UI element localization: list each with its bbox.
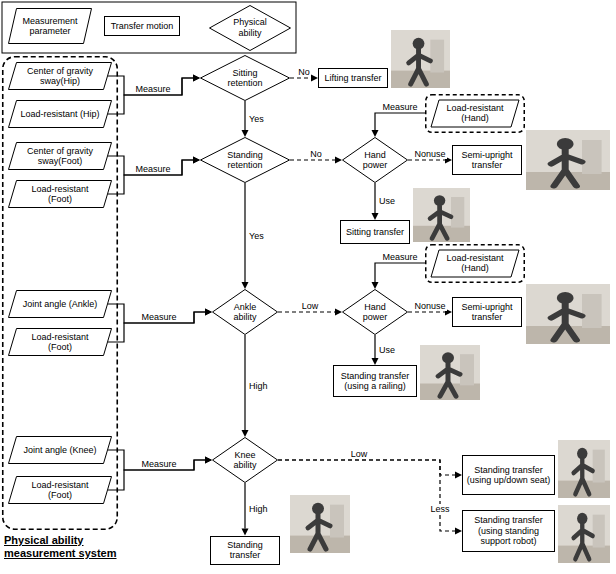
parameter-parallelogram: Center of gravity sway(Hip) (8, 62, 112, 90)
node-label: Load-resistant (Foot) (19, 184, 101, 205)
edge-label: Measure (381, 102, 418, 112)
node-label: Standing retention (224, 150, 266, 171)
solid-arrow (108, 75, 200, 115)
transfer-box: Lifting transfer (318, 68, 388, 88)
transfer-box: Standing transfer (using up/down seat) (462, 455, 555, 495)
parameter-parallelogram: Joint angle (Knee) (8, 436, 112, 464)
edge-label: Low (301, 301, 320, 311)
node-label: Hand power (360, 150, 390, 171)
node-label: Standing transfer (using a railing) (337, 371, 413, 392)
parameter-parallelogram: Center of gravity sway(Foot) (8, 142, 112, 170)
node-label: Measurement parameter (19, 16, 81, 37)
node-label: Joint angle (Ankle) (23, 299, 98, 309)
transfer-box: Sitting transfer (340, 220, 410, 244)
node-label: Sitting retention (224, 68, 266, 89)
node-label: Knee ability (230, 450, 260, 471)
parameter-parallelogram: Load-resistant (Hand) (425, 244, 525, 283)
node-label: Load-resistant (Foot) (19, 480, 101, 501)
edge-label: Measure (134, 84, 171, 94)
edge-label: Measure (140, 459, 177, 469)
node-label: Standing transfer (using standing suppor… (466, 515, 551, 546)
transfer-box: Semi-upright transfer (452, 297, 522, 327)
parameter-parallelogram: Load-resistant (Foot) (8, 328, 112, 356)
parameter-parallelogram: Load-resistant (Hand) (425, 94, 525, 133)
node-label: Ankle ability (230, 302, 260, 323)
decision-diamond: Physical ability (209, 5, 291, 51)
parameter-parallelogram: Measurement parameter (8, 8, 92, 44)
node-label: Load-resistant (Hip) (20, 109, 99, 119)
node-label: Standing transfer (214, 540, 276, 561)
solid-arrow (108, 304, 212, 323)
edge-label: Yes (248, 231, 265, 241)
photo-support-robot (558, 505, 610, 563)
edge-label: Measure (381, 252, 418, 262)
edge-label: Nonuse (413, 149, 446, 159)
node-label: Center of gravity sway(Foot) (19, 146, 101, 167)
parameter-parallelogram: Joint angle (Ankle) (8, 290, 112, 318)
edge-label: Measure (134, 164, 171, 174)
decision-diamond: Standing retention (200, 137, 290, 183)
solid-arrow (108, 157, 200, 195)
photo-railing-transfer (420, 345, 480, 400)
decision-diamond: Sitting retention (200, 55, 290, 101)
node-label: Sitting transfer (346, 227, 404, 237)
solid-arrow (108, 309, 212, 343)
parameter-parallelogram: Load-resistant (Foot) (8, 476, 112, 504)
edge-label: Low (350, 449, 369, 459)
dashed-arrow (278, 460, 462, 535)
solid-arrow (372, 263, 426, 289)
transfer-box: Standing transfer (using a railing) (333, 365, 417, 397)
solid-arrow (108, 156, 200, 175)
solid-arrow (108, 457, 212, 491)
dashed-arrow (278, 460, 462, 479)
edge-label: High (248, 381, 269, 391)
edge-label: Less (429, 504, 450, 514)
node-label: Joint angle (Knee) (23, 445, 96, 455)
parameter-parallelogram: Load-resistant (Hip) (8, 100, 112, 128)
edge-label: Nonuse (413, 301, 446, 311)
node-label: Standing transfer (using up/down seat) (466, 465, 551, 486)
edge-label: No (309, 149, 323, 159)
transfer-box: Semi-upright transfer (452, 145, 522, 175)
edge-label: High (248, 504, 269, 514)
decision-diamond: Ankle ability (212, 289, 278, 335)
parameter-parallelogram: Load-resistant (Foot) (8, 180, 112, 208)
node-label: Semi-upright transfer (456, 150, 518, 171)
node-label: Load-resistant (Hand) (442, 253, 508, 274)
node-label: Transfer motion (111, 21, 174, 31)
photo-sitting-transfer (413, 188, 470, 242)
edge-label: Yes (248, 114, 265, 124)
transfer-box: Standing transfer (using standing suppor… (462, 510, 555, 552)
edge-label: Measure (140, 312, 177, 322)
node-label: Semi-upright transfer (456, 302, 518, 323)
edge-label: Use (378, 345, 396, 355)
decision-diamond: Hand power (342, 137, 408, 183)
photo-semi-upright-transfer (526, 130, 610, 190)
transfer-box: Transfer motion (104, 16, 180, 36)
edge-label: Use (378, 196, 396, 206)
photo-up-down-seat (558, 440, 610, 498)
photo-semi-upright-transfer (526, 284, 610, 344)
decision-diamond: Hand power (342, 289, 408, 335)
node-label: Load-resistant (Foot) (19, 332, 101, 353)
transfer-box: Standing transfer (210, 536, 280, 565)
photo-standing-transfer (290, 495, 350, 553)
photo-lifting-transfer (391, 30, 450, 88)
legend-frame (2, 2, 296, 53)
solid-arrow (372, 113, 426, 137)
measurement-group: Physical ability measurement systemCente… (2, 56, 118, 530)
decision-diamond: Knee ability (212, 437, 278, 483)
group-heading: Physical ability measurement system (4, 534, 134, 559)
node-label: Load-resistant (Hand) (442, 103, 508, 124)
node-label: Physical ability (231, 17, 269, 38)
node-label: Hand power (360, 302, 390, 323)
edge-label: No (297, 67, 311, 77)
node-label: Center of gravity sway(Hip) (19, 66, 101, 87)
node-label: Lifting transfer (324, 73, 381, 83)
